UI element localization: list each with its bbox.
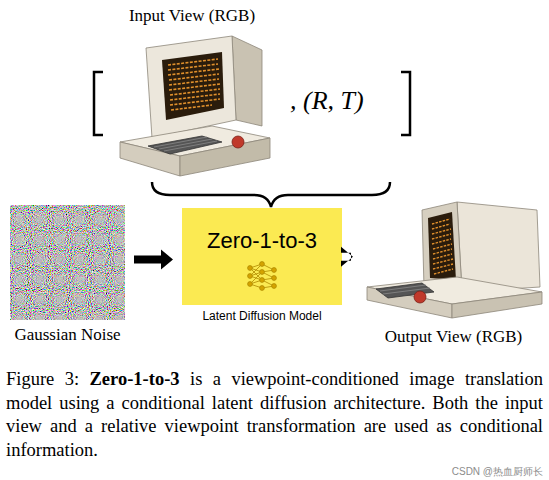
input-view: Input View (RGB) [112,30,272,178]
flow-arrow [134,250,173,270]
bold-run: Zero-1-to-3 [90,369,180,389]
model-box-fill [182,208,342,305]
watermark: CSDN @热血厨师长 [452,466,543,478]
left-bracket [94,72,103,135]
figure-caption: Figure 3: Zero-1-to-3 is a viewpoint-con… [6,368,543,462]
output-view: Output View (RGB) [362,192,545,322]
view-label: Input View (RGB) [129,6,255,26]
flow-arrow [341,247,353,267]
network-icon [248,262,277,291]
input-computer [120,36,270,176]
noise-image [10,205,125,320]
noise-label: Gaussian Noise [14,325,120,345]
model-subtitle: Latent Diffusion Model [202,310,321,324]
curly-brace [152,182,390,207]
model-title: Zero-1-to-3 [207,228,317,253]
right-bracket [401,72,410,135]
model-box: Zero-1-to-3Latent Diffusion Model [182,208,342,305]
viewpoint-label: , (R, T) [290,86,364,116]
noise-image: Gaussian Noise [10,205,125,320]
output-computer [367,202,542,318]
view-label: Output View (RGB) [385,327,523,347]
